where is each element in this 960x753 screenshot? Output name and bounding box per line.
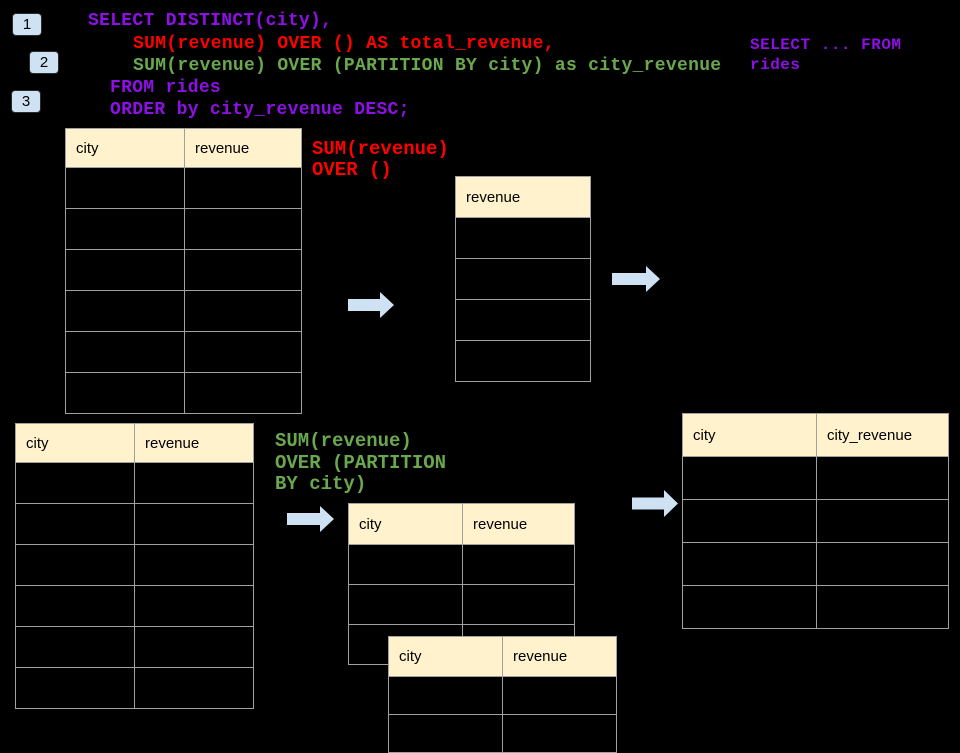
- table-row: [455, 217, 591, 259]
- arrow-right-icon: [287, 506, 334, 532]
- table-row: [15, 667, 254, 709]
- column-header-city: city: [388, 636, 503, 677]
- column-header-revenue: revenue: [455, 176, 591, 218]
- arrow-right-icon: [348, 292, 394, 318]
- table-row: [15, 626, 254, 668]
- table-header-row: city revenue: [388, 636, 617, 677]
- column-header-revenue: revenue: [134, 423, 254, 463]
- table-row: [15, 503, 254, 545]
- table-row: [455, 299, 591, 341]
- table-row: [348, 584, 575, 625]
- table-total-revenue-output: revenue: [455, 176, 591, 382]
- table-row: [15, 462, 254, 504]
- table-rides-source-bottom: city revenue: [15, 423, 254, 709]
- column-header-revenue: revenue: [184, 128, 302, 168]
- table-row: [388, 676, 617, 715]
- table-header-row: city revenue: [348, 503, 575, 545]
- sql-line-total-revenue: SUM(revenue) OVER () AS total_revenue,: [133, 34, 555, 54]
- sql-line-from: FROM rides: [110, 78, 222, 98]
- column-header-city: city: [348, 503, 463, 545]
- step-badge-3: 3: [11, 90, 41, 113]
- arrow-right-icon: [612, 266, 660, 292]
- table-row: [455, 258, 591, 300]
- table-city-revenue-result: city city_revenue: [682, 413, 949, 629]
- table-row: [65, 331, 302, 373]
- column-header-city: city: [682, 413, 817, 457]
- table-row: [65, 290, 302, 332]
- step-badge-1: 1: [12, 13, 42, 36]
- annotation-select-from: SELECT ... FROM rides: [750, 36, 902, 74]
- table-row: [65, 372, 302, 414]
- table-row: [682, 499, 949, 543]
- column-header-city: city: [15, 423, 135, 463]
- table-row: [15, 544, 254, 586]
- sql-line-select: SELECT DISTINCT(city),: [88, 11, 333, 31]
- column-header-city: city: [65, 128, 185, 168]
- table-row: [65, 208, 302, 250]
- table-header-row: city revenue: [65, 128, 302, 168]
- table-row: [388, 714, 617, 753]
- table-row: [65, 167, 302, 209]
- table-partition-overlay: city revenue: [388, 636, 617, 753]
- table-header-row: revenue: [455, 176, 591, 218]
- table-header-row: city revenue: [15, 423, 254, 463]
- table-row: [682, 456, 949, 500]
- column-header-revenue: revenue: [462, 503, 575, 545]
- table-row: [65, 249, 302, 291]
- table-header-row: city city_revenue: [682, 413, 949, 457]
- step-badge-2: 2: [29, 51, 59, 74]
- column-header-revenue: revenue: [502, 636, 617, 677]
- sql-line-order-by: ORDER by city_revenue DESC;: [110, 100, 410, 120]
- annotation-sum-partition: SUM(revenue) OVER (PARTITION BY city): [275, 430, 447, 495]
- table-row: [15, 585, 254, 627]
- sql-line-partition: SUM(revenue) OVER (PARTITION BY city) as…: [133, 56, 722, 76]
- table-rides-source-top: city revenue: [65, 128, 302, 414]
- arrow-right-icon: [632, 490, 678, 517]
- table-row: [682, 542, 949, 586]
- table-row: [348, 544, 575, 585]
- column-header-city-revenue: city_revenue: [816, 413, 949, 457]
- table-row: [455, 340, 591, 382]
- annotation-sum-over: SUM(revenue) OVER (): [312, 138, 449, 181]
- table-row: [682, 585, 949, 629]
